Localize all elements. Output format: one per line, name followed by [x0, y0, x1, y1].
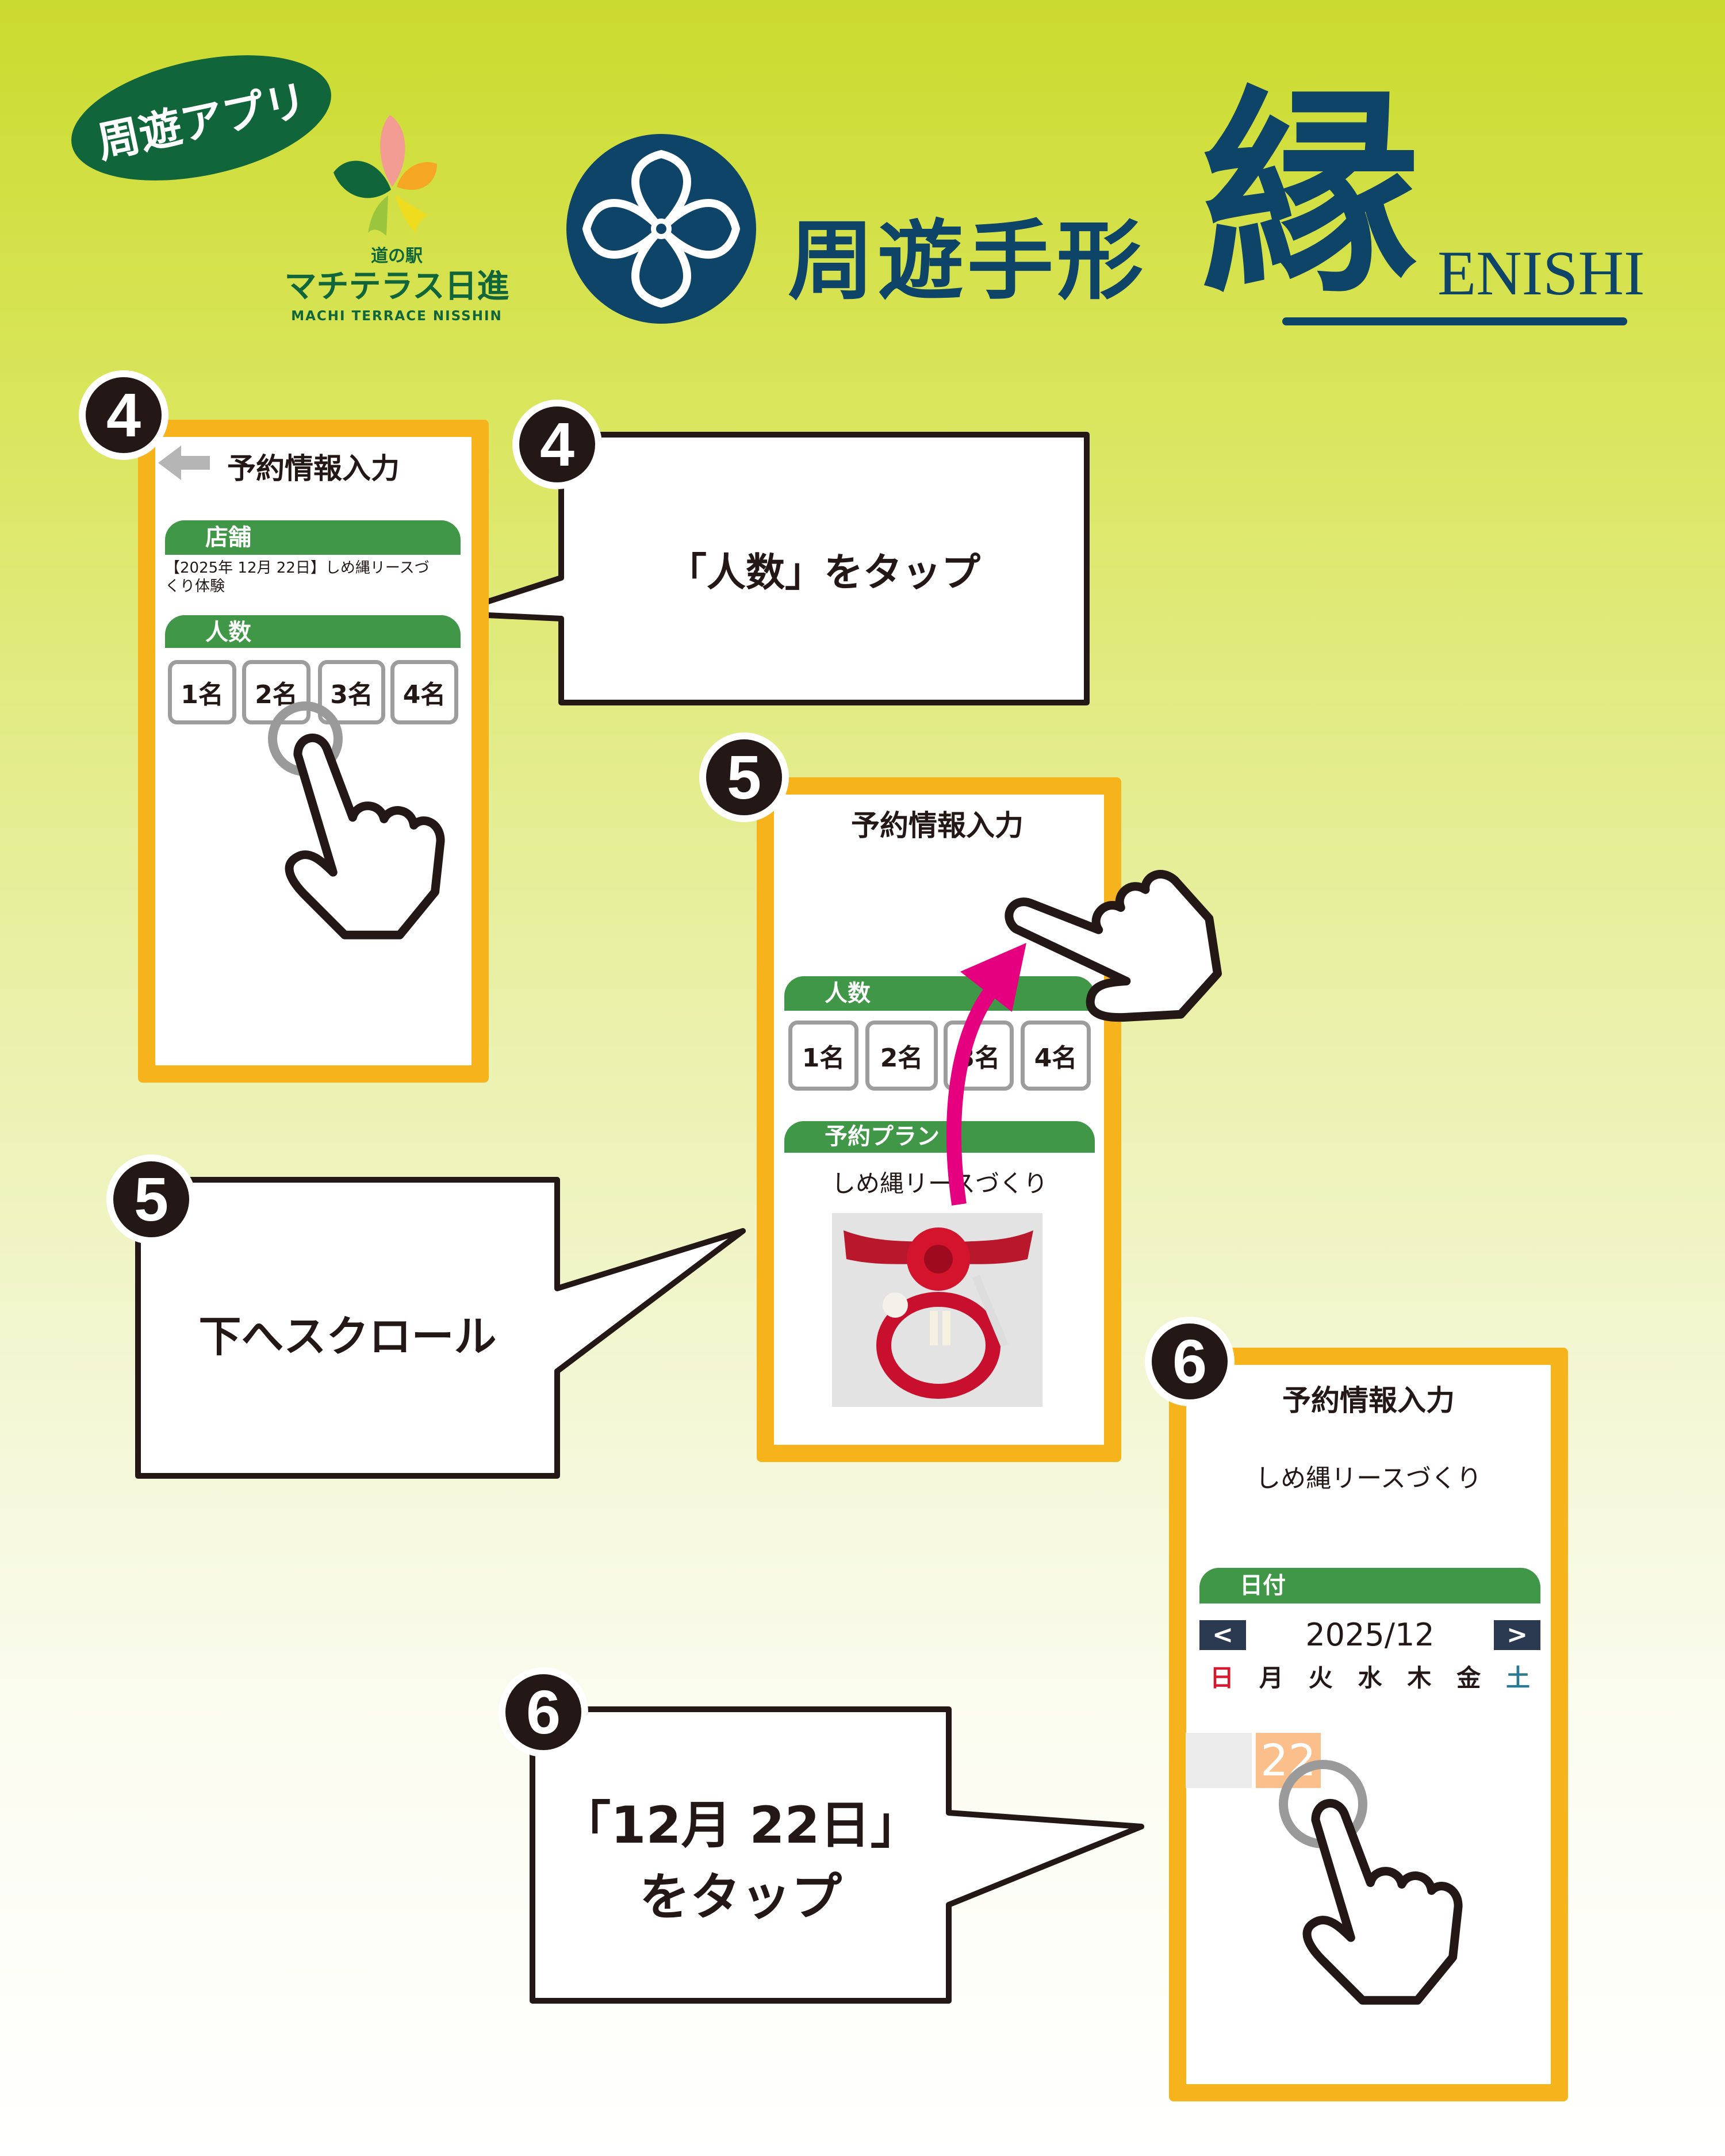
screen-title: 予約情報入力: [227, 452, 400, 485]
people-option-1[interactable]: 1名: [168, 660, 236, 724]
prev-month-button[interactable]: <: [1199, 1620, 1246, 1650]
title-kanji: 縁: [1202, 68, 1420, 323]
callout-step4-bubble: [448, 432, 1090, 705]
step6-callout-badge: 6: [499, 1667, 588, 1757]
weekday-thu: 木: [1407, 1664, 1432, 1692]
wreath-photo: [832, 1213, 1042, 1407]
people-section-header: 人数: [784, 976, 1095, 1011]
weekday-wed: 水: [1358, 1664, 1382, 1692]
pointing-hand-icon: [1005, 870, 1222, 1022]
people-option-1[interactable]: 1名: [788, 1021, 858, 1091]
step4-callout-badge: 4: [512, 400, 602, 489]
people-section-header: 人数: [165, 615, 461, 648]
weekday-row: 日 月 火 水 木 金 土: [1199, 1659, 1540, 1694]
weekday-mon: 月: [1259, 1664, 1283, 1692]
callout-step6-bubble: [530, 1706, 1144, 2004]
station-flower-logo: [334, 115, 437, 236]
screen-title: 予約情報入力: [1282, 1384, 1455, 1417]
callout-step4-text: 「人数」をタップ: [667, 550, 980, 596]
step4-number-badge: 4: [79, 370, 168, 460]
title-underline: [1282, 317, 1627, 325]
callout-step5-bubble: [135, 1177, 746, 1479]
title-jp: 周遊手形: [788, 212, 1147, 312]
plan-name: しめ縄リースづくり: [831, 1169, 1048, 1198]
callout-step6-line1: 「12月 22日」: [560, 1796, 921, 1855]
people-option-4[interactable]: 4名: [1021, 1021, 1091, 1091]
weekday-sun: 日: [1210, 1664, 1235, 1692]
weekday-sat: 土: [1505, 1664, 1530, 1692]
back-arrow-icon[interactable]: [158, 446, 210, 480]
step5-number-badge: 5: [699, 732, 789, 822]
weekday-tue: 火: [1308, 1664, 1333, 1692]
next-month-button[interactable]: >: [1494, 1620, 1540, 1650]
weekday-fri: 金: [1456, 1664, 1481, 1692]
calendar-empty-cell: [1186, 1733, 1252, 1788]
callout-step5-text: 下へスクロール: [198, 1312, 497, 1361]
people-option-4[interactable]: 4名: [390, 660, 458, 724]
station-prefix: 道の駅: [371, 246, 423, 266]
step5-callout-badge: 5: [106, 1154, 196, 1244]
plan-section-header: 予約プラン: [784, 1121, 1095, 1153]
date-section-header: 日付: [1199, 1568, 1540, 1603]
pointing-hand-icon: [285, 733, 445, 939]
callout-step6-line2: をタップ: [639, 1867, 842, 1927]
station-name: マチテラス日進: [284, 268, 509, 305]
store-value-line2: くり体験: [165, 578, 225, 595]
enishi-emblem-logo: [566, 134, 756, 324]
people-option-2[interactable]: 2名: [865, 1021, 938, 1091]
plan-name: しめ縄リースづくり: [1255, 1464, 1482, 1493]
store-section-header: 店舗: [165, 520, 461, 555]
store-value: 【2025年 12月 22日】しめ縄リースづ くり体験: [165, 559, 461, 596]
station-name-en: MACHI TERRACE NISSHIN: [291, 309, 503, 324]
title-en: ENISHI: [1438, 238, 1645, 308]
month-label: 2025/12: [1305, 1617, 1435, 1653]
pointing-hand-icon: [1302, 1798, 1463, 2005]
store-value-line1: 【2025年 12月 22日】しめ縄リースづ: [165, 559, 430, 577]
screen-title: 予約情報入力: [851, 809, 1023, 842]
step6-number-badge: 6: [1145, 1317, 1235, 1406]
